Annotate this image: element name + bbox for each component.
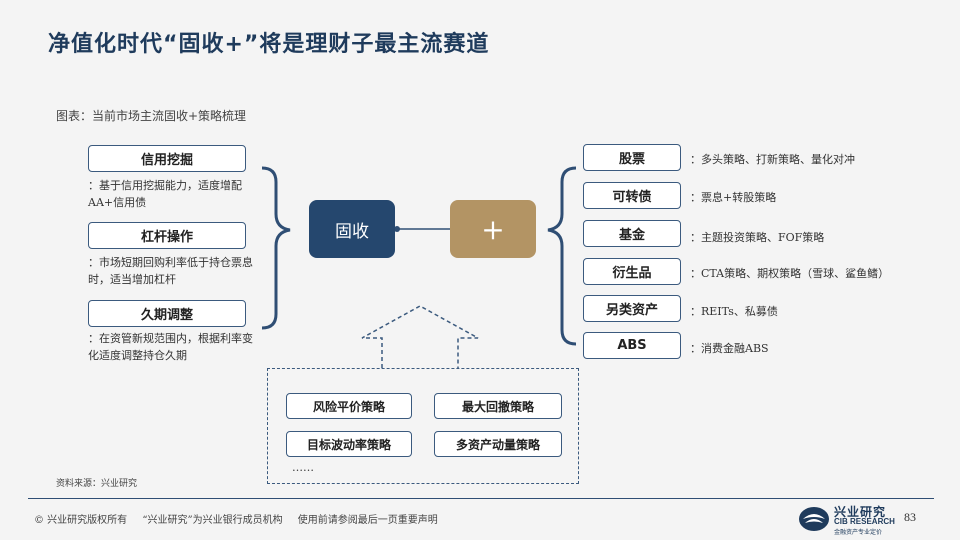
left-item-desc: ：市场短期回购利率低于持仓票息时，适当增加杠杆 xyxy=(88,256,253,286)
strategy-max-drawdown: 最大回撤策略 xyxy=(434,393,562,419)
logo-emblem-icon xyxy=(799,507,829,531)
left-item-label: 杠杆操作 xyxy=(140,230,193,245)
right-item-desc: ：票息+转股策略 xyxy=(690,191,777,204)
left-item-duration: 久期调整 xyxy=(88,300,246,327)
left-item-credit: 信用挖掘 xyxy=(88,145,246,172)
strategy-risk-parity: 风险平价策略 xyxy=(286,393,412,419)
right-item-label: 股票 xyxy=(618,152,645,167)
footer-copyright: © 兴业研究版权所有 xyxy=(34,515,128,526)
fixed-income-label: 固收 xyxy=(335,221,369,242)
right-item-label: ABS xyxy=(617,338,647,353)
right-item-desc: ：CTA策略、期权策略（雪球、鲨鱼鳍） xyxy=(690,267,890,280)
page-number: 83 xyxy=(904,510,916,524)
right-item-label: 可转债 xyxy=(612,190,652,205)
page-title: 净值化时代“固收+”将是理财子最主流赛道 xyxy=(48,32,490,57)
footer-org: “兴业研究”为兴业银行成员机构 xyxy=(142,515,283,526)
left-item-label: 久期调整 xyxy=(140,308,193,323)
source-note: 资料来源：兴业研究 xyxy=(56,479,138,489)
right-item-stocks: 股票 xyxy=(583,144,681,171)
right-item-label: 基金 xyxy=(618,228,645,243)
left-item-desc: ：在资管新规范围内，根据利率变化适度调整持仓久期 xyxy=(88,332,253,362)
left-item-leverage: 杠杆操作 xyxy=(88,222,246,249)
logo-text-en: CIB RESEARCH xyxy=(834,517,895,526)
cib-research-logo: 兴业研究 CIB RESEARCH 金融资产专业定价 xyxy=(798,503,898,537)
right-item-desc: ：主题投资策略、FOF策略 xyxy=(690,231,825,244)
plus-box: + xyxy=(450,200,536,258)
left-item-label: 信用挖掘 xyxy=(140,153,193,168)
footer-disclaimer: 使用前请参阅最后一页重要声明 xyxy=(297,515,438,526)
left-brace xyxy=(261,166,291,330)
right-item-derivatives: 衍生品 xyxy=(583,258,681,285)
dashed-arrow xyxy=(361,305,479,368)
strategies-more: …… xyxy=(292,461,314,474)
strategies-panel: 风险平价策略 最大回撤策略 目标波动率策略 多资产动量策略 …… xyxy=(267,368,579,484)
right-brace xyxy=(547,166,577,346)
plus-label: + xyxy=(481,212,505,246)
logo-text-cn: 兴业研究 xyxy=(834,505,887,519)
right-item-desc: ：消费金融ABS xyxy=(690,342,769,355)
figure-caption: 图表：当前市场主流固收+策略梳理 xyxy=(56,109,247,123)
logo-subtitle: 金融资产专业定价 xyxy=(834,529,883,536)
right-item-abs: ABS xyxy=(583,332,681,359)
fixed-income-box: 固收 xyxy=(309,200,395,258)
left-item-desc: ：基于信用挖掘能力，适度增配AA+信用债 xyxy=(88,179,242,209)
footer-divider xyxy=(28,498,934,499)
right-item-funds: 基金 xyxy=(583,220,681,247)
right-item-desc: ：多头策略、打新策略、量化对冲 xyxy=(690,153,855,166)
right-item-label: 衍生品 xyxy=(612,266,652,281)
strategy-target-volatility: 目标波动率策略 xyxy=(286,431,412,457)
right-item-desc: ：REITs、私募债 xyxy=(690,305,778,318)
strategy-multi-asset-momentum: 多资产动量策略 xyxy=(434,431,562,457)
right-item-alternatives: 另类资产 xyxy=(583,295,681,322)
right-item-convertible: 可转债 xyxy=(583,182,681,209)
right-item-label: 另类资产 xyxy=(605,303,658,318)
footer: © 兴业研究版权所有 “兴业研究”为兴业银行成员机构 使用前请参阅最后一页重要声… xyxy=(34,511,450,526)
